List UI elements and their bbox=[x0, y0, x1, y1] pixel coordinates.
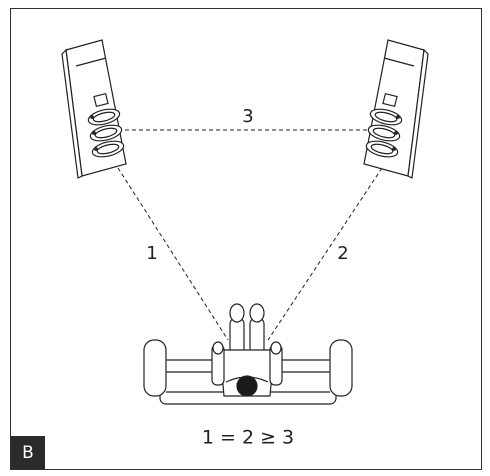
distance-label-2: 2 bbox=[337, 243, 349, 264]
equation-text: 1 = 2 ≥ 3 bbox=[201, 426, 295, 449]
distance-label-1: 1 bbox=[146, 243, 158, 264]
speaker-right-icon bbox=[363, 39, 429, 179]
distance-label-3: 3 bbox=[242, 106, 254, 127]
sofa-arm-right bbox=[329, 339, 353, 397]
corner-badge: B bbox=[11, 436, 45, 469]
speaker-left-icon bbox=[61, 39, 127, 179]
listener-on-sofa-icon bbox=[143, 303, 353, 405]
distance-line-1 bbox=[117, 167, 229, 341]
sofa-arm-left bbox=[143, 339, 167, 397]
distance-line-2 bbox=[267, 167, 383, 341]
